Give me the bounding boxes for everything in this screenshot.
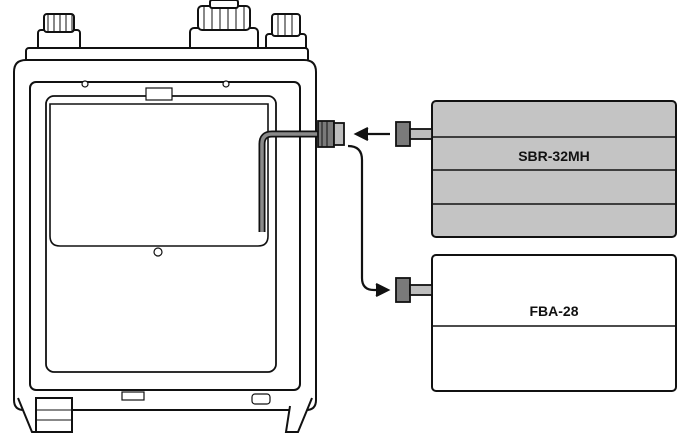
center-knob [189,0,259,55]
left-knob [37,13,81,51]
sbr-plug [395,121,433,147]
fba-28-label: FBA-28 [529,303,578,319]
arrow-to-radio [353,127,390,141]
radio-connector [317,120,345,148]
fba-body [431,254,677,392]
sbr-body [431,100,677,238]
sbr-32mh-battery: SBR-32MH [431,100,677,238]
radio-body [13,0,317,433]
fba-28-battery-case: FBA-28 [431,254,677,392]
fba-plug [395,277,433,303]
arrow-to-fba [347,144,391,297]
sbr-32mh-label: SBR-32MH [518,148,590,164]
dc-cable [258,130,318,232]
